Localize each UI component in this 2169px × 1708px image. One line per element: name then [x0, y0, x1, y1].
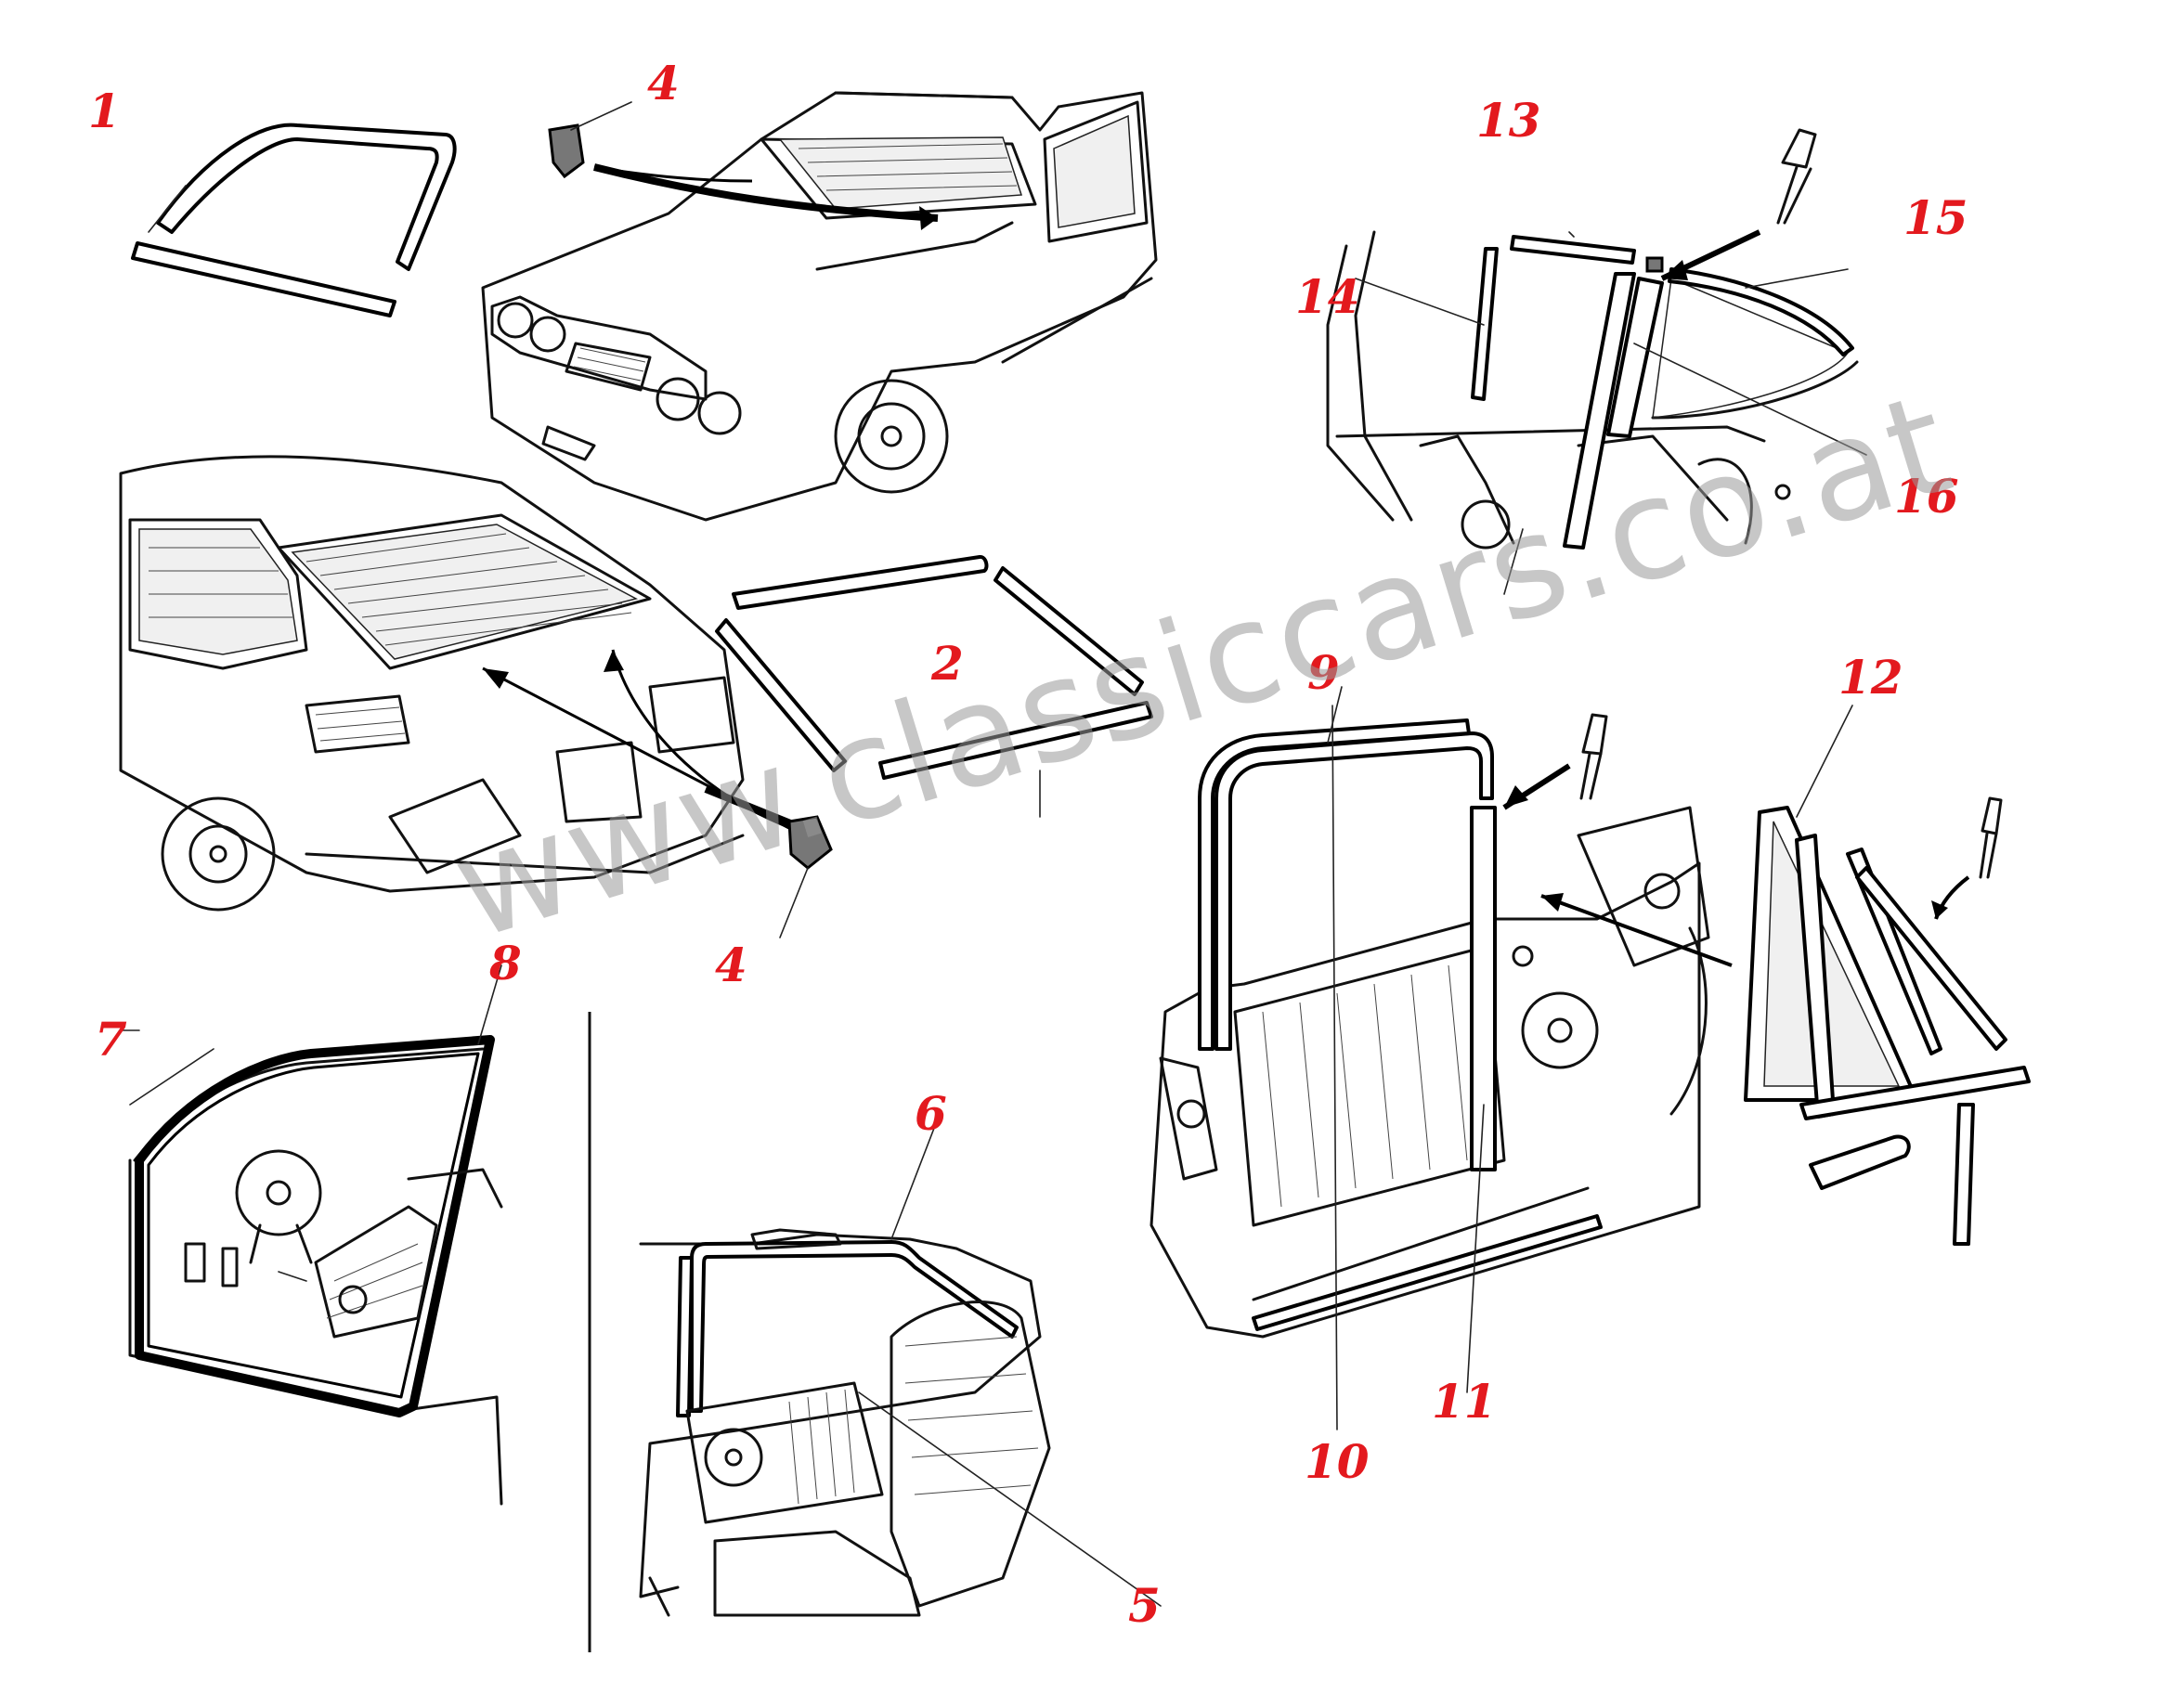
callout-10: 10 [1305, 1434, 1370, 1489]
callout-6: 6 [915, 1086, 947, 1141]
windscreen-seal-part [131, 123, 457, 317]
callout-8: 8 [489, 936, 522, 990]
callout-5: 5 [1128, 1578, 1161, 1633]
door-drawing [1149, 686, 1733, 1430]
callout-12: 12 [1838, 650, 1903, 705]
callout-1: 1 [88, 84, 121, 138]
callout-7: 7 [95, 1012, 127, 1067]
callout-9: 9 [1307, 645, 1340, 700]
callout-4-front: 4 [647, 56, 680, 110]
quarter-window-area-drawing [1326, 128, 1867, 595]
callout-16: 16 [1894, 469, 1959, 524]
callout-15: 15 [1903, 190, 1968, 245]
rear-car-drawing [119, 455, 833, 938]
callout-13: 13 [1476, 93, 1541, 148]
callout-2: 2 [931, 636, 964, 691]
callout-11: 11 [1432, 1374, 1497, 1429]
front-car-drawing [481, 91, 1158, 522]
door-window-drawing [639, 1118, 1162, 1617]
callout-14: 14 [1295, 269, 1360, 324]
callout-4-rear: 4 [715, 938, 747, 992]
quarter-window-part [1744, 705, 2031, 1246]
door-opening-drawing [120, 964, 503, 1506]
rear-window-seal-part [715, 555, 1153, 818]
